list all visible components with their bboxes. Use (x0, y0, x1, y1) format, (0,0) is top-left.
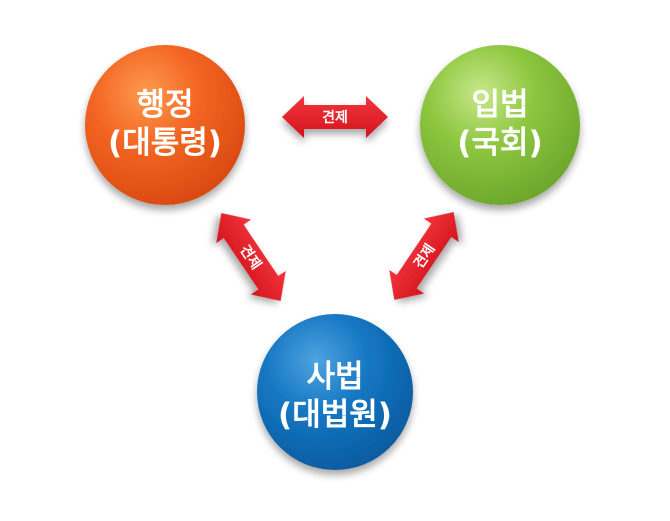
executive-title: 행정 (136, 87, 193, 123)
judicial-subtitle: (대법원) (278, 397, 392, 433)
legislative-node: 입법 (국회) (420, 45, 580, 205)
executive-circle (85, 45, 245, 205)
arrow-legislative-judicial: 견제 (389, 212, 459, 300)
double-arrow-icon (282, 96, 388, 138)
legislative-subtitle: (국회) (457, 125, 542, 161)
judicial-circle (257, 314, 413, 470)
executive-subtitle: (대통령) (108, 125, 222, 161)
arrow-label-executive-legislative: 견제 (322, 109, 348, 126)
judicial-title: 사법 (306, 359, 363, 395)
legislative-circle (420, 45, 580, 205)
arrow-executive-legislative: 견제 (282, 96, 388, 138)
judicial-node: 사법 (대법원) (257, 314, 413, 470)
executive-node: 행정 (대통령) (85, 45, 245, 205)
double-arrow-icon (216, 213, 286, 301)
legislative-title: 입법 (471, 87, 528, 123)
double-arrow-icon (389, 212, 459, 300)
arrow-executive-judicial: 견제 (216, 213, 286, 301)
